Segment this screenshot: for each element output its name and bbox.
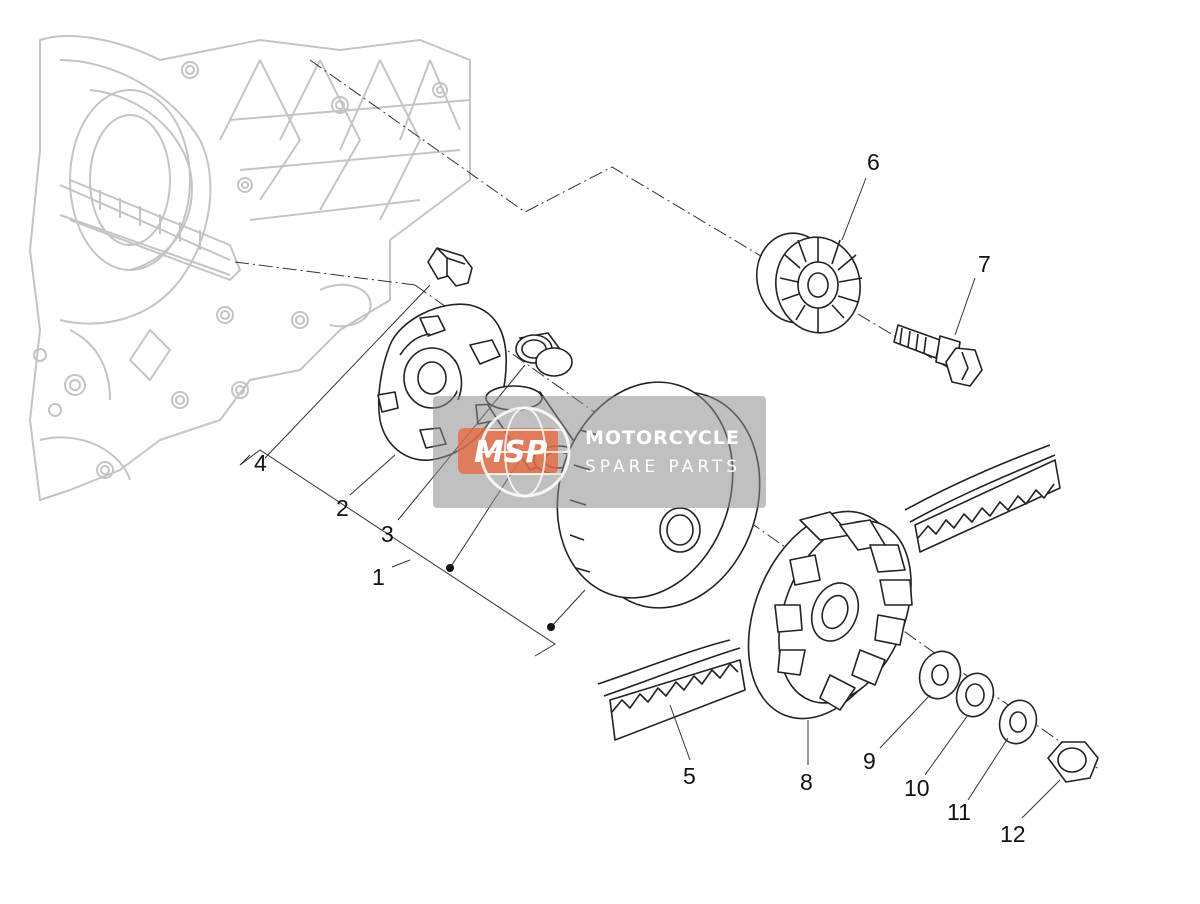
callout-10: 10 <box>904 775 930 801</box>
part-10-washer <box>955 672 995 718</box>
belt-upper <box>904 444 1061 553</box>
part-11-washer <box>998 699 1038 745</box>
part-12-nut <box>1047 741 1099 783</box>
callout-4: 4 <box>254 450 267 476</box>
callout-3: 3 <box>381 521 394 547</box>
callout-6: 6 <box>867 149 880 175</box>
watermark-line1: MOTORCYCLE <box>585 427 740 449</box>
watermark: MSP MOTORCYCLE SPARE PARTS <box>433 396 766 508</box>
part-3-bush <box>515 332 573 377</box>
reference-dot-2 <box>547 623 555 631</box>
callout-8: 8 <box>800 769 813 795</box>
reference-dot-1 <box>446 564 454 572</box>
part-6-roller <box>755 232 863 334</box>
part-4-slider-clip <box>427 247 473 287</box>
callout-5: 5 <box>683 763 696 789</box>
callout-11: 11 <box>947 799 971 825</box>
part-8-fan-pulley <box>747 510 913 720</box>
engine-case-drawing <box>29 35 471 501</box>
part-9-washer <box>918 650 962 700</box>
watermark-logo: MSP <box>474 435 547 470</box>
callout-2: 2 <box>336 495 349 521</box>
watermark-line2: SPARE PARTS <box>585 457 741 477</box>
callout-9: 9 <box>863 748 876 774</box>
part-5-belt-lower <box>597 639 746 741</box>
callout-7: 7 <box>978 251 991 277</box>
callout-1: 1 <box>372 564 385 590</box>
part-7-bolt <box>893 324 983 387</box>
callout-12: 12 <box>1000 821 1026 847</box>
